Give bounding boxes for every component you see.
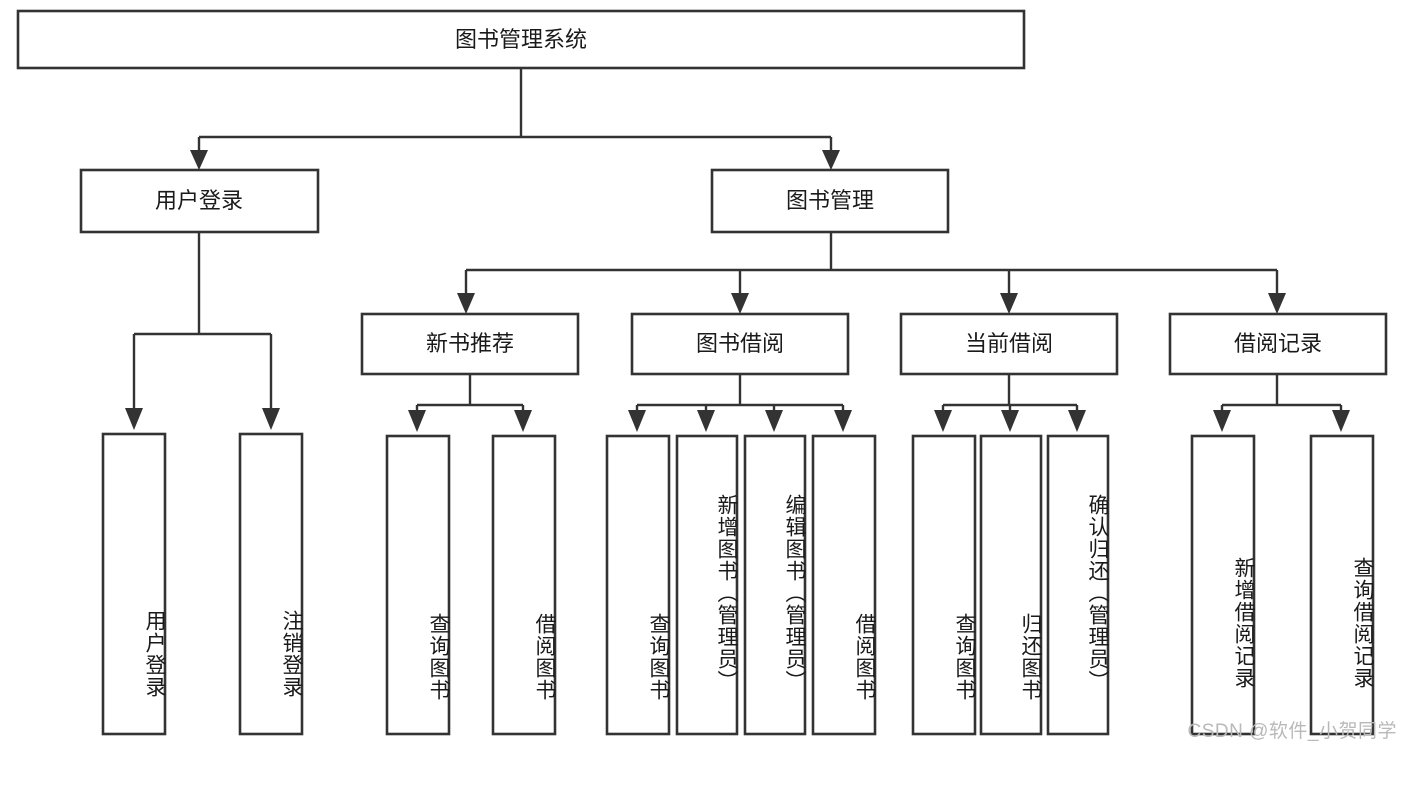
arrow-head-leaf-query-book-3 — [934, 410, 952, 432]
arrow-head-user-login — [190, 150, 208, 170]
diagram-canvas: 图书管理系统 用户登录 图书管理 新书推荐 图书借阅 当前借阅 借阅记录 — [16, 9, 1388, 736]
connector-group-user-login — [125, 232, 280, 430]
node-user-login-label: 用户登录 — [155, 188, 243, 213]
arrow-head-leaf-add-record — [1213, 410, 1231, 432]
connector-group-book-manage — [457, 232, 1286, 314]
node-leaf-borrow-book-1-box[interactable] — [491, 434, 557, 736]
node-leaf-add-record-box[interactable] — [1190, 434, 1256, 736]
connector-group-current-borrow — [934, 374, 1086, 432]
node-current-borrow-box[interactable] — [899, 312, 1119, 376]
arrow-head-leaf-confirm-return — [1068, 410, 1086, 432]
arrow-head-borrow-record — [1268, 293, 1286, 314]
node-borrow-record-box[interactable] — [1168, 312, 1388, 376]
node-leaf-edit-book-box[interactable] — [743, 434, 807, 736]
arrow-head-leaf-add-book — [697, 410, 715, 432]
node-current-borrow[interactable]: 当前借阅 — [899, 312, 1119, 376]
node-root[interactable]: 图书管理系统 — [16, 9, 1026, 70]
arrow-head-leaf-borrow-book-1 — [514, 410, 532, 432]
arrow-head-leaf-query-record — [1332, 410, 1350, 432]
node-leaf-confirm-return-box[interactable] — [1046, 434, 1110, 736]
node-leaf-user-login-box[interactable] — [101, 432, 167, 736]
node-leaf-return-book-box[interactable] — [979, 434, 1043, 736]
node-borrow-record-label: 借阅记录 — [1234, 331, 1322, 356]
connector-group-root — [190, 68, 840, 170]
connector-group-new-book-rec — [408, 374, 532, 432]
node-leaf-query-book-3-box[interactable] — [911, 434, 977, 736]
node-borrow-record[interactable]: 借阅记录 — [1168, 312, 1388, 376]
node-book-manage-box[interactable] — [710, 168, 950, 234]
functional-structure-diagram: 图书管理系统 用户登录 图书管理 新书推荐 图书借阅 当前借阅 借阅记录 — [16, 9, 1397, 742]
arrow-head-leaf-user-login — [125, 408, 143, 430]
arrow-head-new-book-rec — [457, 293, 475, 314]
node-book-borrow-label: 图书借阅 — [696, 331, 784, 356]
node-root-box[interactable] — [16, 9, 1026, 70]
node-root-label: 图书管理系统 — [455, 27, 587, 52]
arrow-head-leaf-return-book — [1001, 410, 1019, 432]
node-book-borrow[interactable]: 图书借阅 — [630, 312, 850, 376]
node-user-login[interactable]: 用户登录 — [79, 168, 320, 234]
node-leaf-query-book-1-box[interactable] — [385, 434, 451, 736]
node-leaf-add-book-box[interactable] — [675, 434, 739, 736]
node-leaf-query-book-2-box[interactable] — [605, 434, 671, 736]
node-leaf-borrow-book-2-box[interactable] — [811, 434, 877, 736]
node-leaf-logout-login-box[interactable] — [238, 432, 304, 736]
connector-group-book-borrow — [628, 374, 852, 432]
node-leaf-query-record-box[interactable] — [1309, 434, 1375, 736]
arrow-head-leaf-borrow-book-2 — [834, 410, 852, 432]
node-new-book-rec-box[interactable] — [360, 312, 580, 376]
arrow-head-leaf-query-book-2 — [628, 410, 646, 432]
csdn-watermark: CSDN @软件_小贺同学 — [1187, 721, 1397, 742]
node-new-book-rec[interactable]: 新书推荐 — [360, 312, 580, 376]
arrow-head-book-manage — [822, 150, 840, 170]
node-current-borrow-label: 当前借阅 — [965, 331, 1053, 356]
arrow-head-leaf-logout-login — [262, 408, 280, 430]
arrow-head-leaf-edit-book — [765, 410, 783, 432]
node-user-login-box[interactable] — [79, 168, 320, 234]
node-book-manage-label: 图书管理 — [786, 188, 874, 213]
arrow-head-leaf-query-book-1 — [408, 410, 426, 432]
node-new-book-rec-label: 新书推荐 — [426, 331, 514, 356]
connector-group-borrow-record — [1213, 374, 1350, 432]
arrow-head-current-borrow — [1000, 293, 1018, 314]
arrow-head-book-borrow — [731, 293, 749, 314]
node-book-borrow-box[interactable] — [630, 312, 850, 376]
node-book-manage[interactable]: 图书管理 — [710, 168, 950, 234]
